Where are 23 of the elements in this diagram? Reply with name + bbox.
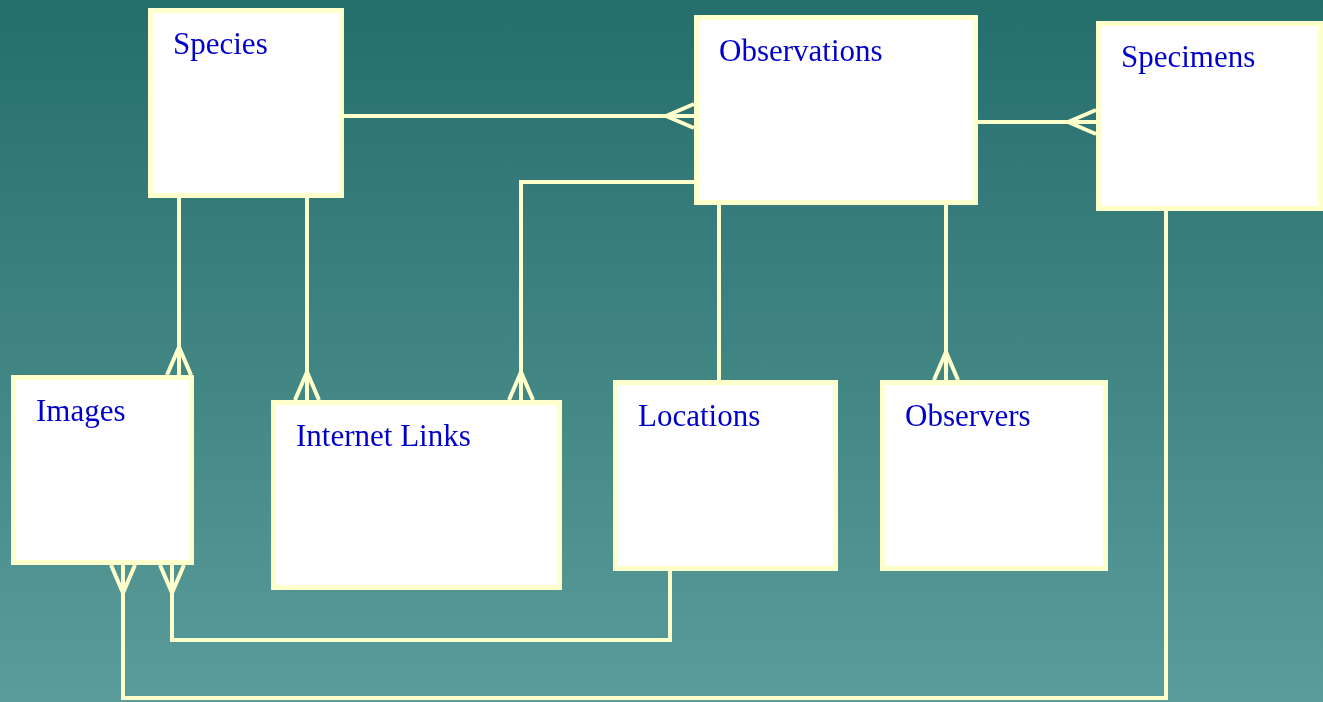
relationship-line xyxy=(109,211,1168,700)
relationship-line xyxy=(165,198,193,377)
entity-name: Internet Links xyxy=(296,419,471,454)
relationship-line xyxy=(932,205,960,382)
relationship-line xyxy=(293,198,321,402)
relationship-line xyxy=(158,563,672,642)
entity-box xyxy=(1096,21,1323,211)
relationship-line xyxy=(717,205,721,380)
entity-box xyxy=(148,8,344,198)
entity-box xyxy=(613,380,838,571)
relationship-line xyxy=(344,102,696,130)
entity-box xyxy=(271,400,562,590)
entity-name: Observers xyxy=(905,399,1031,434)
entity-name: Locations xyxy=(638,399,761,434)
entity-box xyxy=(11,375,194,565)
relationship-line xyxy=(978,108,1098,136)
entity-box xyxy=(880,380,1108,571)
entity-name: Species xyxy=(173,27,268,62)
relationship-line xyxy=(507,180,694,402)
entity-box xyxy=(694,15,978,205)
entity-name: Observations xyxy=(719,34,883,69)
entity-name: Specimens xyxy=(1121,40,1256,75)
entity-name: Images xyxy=(36,394,126,429)
